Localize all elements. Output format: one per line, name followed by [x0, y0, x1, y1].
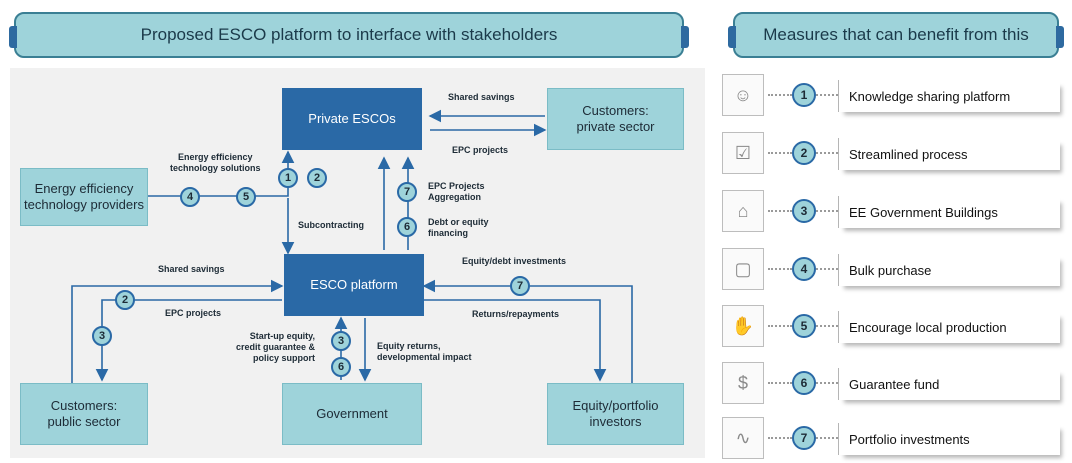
chart-line-icon: ∿ — [722, 417, 764, 459]
connector — [768, 94, 792, 96]
connector — [816, 268, 838, 270]
measure-row: ✋ 5 Encourage local production — [722, 301, 1062, 349]
arrow-epc-projects-left — [95, 299, 282, 382]
measure-label: Knowledge sharing platform — [838, 80, 1060, 112]
handshake-icon: ✋ — [722, 305, 764, 347]
measure-label: EE Government Buildings — [838, 196, 1060, 228]
government-building-icon: ⌂ — [722, 190, 764, 232]
connector — [816, 325, 838, 327]
left-title: Proposed ESCO platform to interface with… — [140, 25, 558, 44]
left-title-banner: Proposed ESCO platform to interface with… — [9, 12, 689, 58]
label-epc-projects-top: EPC projects — [452, 145, 509, 155]
marker-7: 7 — [397, 182, 417, 202]
measure-label: Streamlined process — [838, 138, 1060, 170]
checklist-icon: ☑ — [722, 132, 764, 174]
shopping-bag-icon: ▢ — [722, 248, 764, 290]
label-shared-savings-top: Shared savings — [448, 92, 515, 102]
label-epc-projects-left: EPC projects — [165, 308, 222, 318]
connector — [768, 152, 792, 154]
measure-number: 5 — [792, 314, 816, 338]
measure-row: ☺ 1 Knowledge sharing platform — [722, 70, 1062, 118]
measure-label: Portfolio investments — [838, 423, 1060, 455]
label-ee-tech-solutions: Energy efficiency technology solutions — [170, 152, 261, 173]
node-ee-providers: Energy efficiency technology providers — [20, 168, 148, 226]
marker-4: 4 — [180, 187, 200, 207]
measure-number: 7 — [792, 426, 816, 450]
marker-3: 3 — [331, 331, 351, 351]
label-returns-repayments: Returns/repayments — [472, 309, 560, 319]
measure-row: ∿ 7 Portfolio investments — [722, 413, 1062, 461]
label-shared-savings-left: Shared savings — [158, 264, 225, 274]
marker-2: 2 — [307, 168, 327, 188]
node-private-escos: Private ESCOs — [282, 88, 422, 150]
arrow-shared-savings-left — [71, 279, 284, 383]
measure-number: 3 — [792, 199, 816, 223]
marker-1: 1 — [278, 168, 298, 188]
label-equity-returns: Equity returns, developmental impact — [377, 341, 472, 362]
connector — [816, 437, 838, 439]
label-debt-equity: Debt or equity financing — [428, 217, 489, 238]
arrow-equity-debt — [422, 279, 633, 386]
right-title-banner: Measures that can benefit from this — [728, 12, 1064, 58]
measure-number: 2 — [792, 141, 816, 165]
money-hand-icon: $ — [722, 362, 764, 404]
measure-row: ⌂ 3 EE Government Buildings — [722, 186, 1062, 234]
measure-label: Guarantee fund — [838, 368, 1060, 400]
connector — [768, 382, 792, 384]
node-esco-platform: ESCO platform — [284, 254, 424, 316]
connector — [768, 325, 792, 327]
connector — [768, 268, 792, 270]
label-subcontracting: Subcontracting — [298, 220, 365, 230]
arrow-returns — [424, 299, 607, 382]
measure-label: Encourage local production — [838, 311, 1060, 343]
marker-6: 6 — [397, 217, 417, 237]
banner-tab-left — [728, 26, 736, 48]
measure-number: 4 — [792, 257, 816, 281]
connector — [816, 382, 838, 384]
node-equity-investors: Equity/portfolio investors — [547, 383, 684, 445]
measure-label: Bulk purchase — [838, 254, 1060, 286]
right-title: Measures that can benefit from this — [763, 25, 1029, 44]
connector — [816, 210, 838, 212]
connector — [816, 94, 838, 96]
measure-row: ▢ 4 Bulk purchase — [722, 244, 1062, 292]
marker-3: 3 — [92, 326, 112, 346]
measure-number: 1 — [792, 83, 816, 107]
brain-head-icon: ☺ — [722, 74, 764, 116]
measure-row: $ 6 Guarantee fund — [722, 358, 1062, 406]
measure-row: ☑ 2 Streamlined process — [722, 128, 1062, 176]
esco-diagram: Private ESCOs Customers: private sector … — [10, 68, 705, 458]
connector — [768, 437, 792, 439]
connector — [768, 210, 792, 212]
banner-tab-right — [1056, 26, 1064, 48]
marker-5: 5 — [236, 187, 256, 207]
banner-tab-right — [681, 26, 689, 48]
measure-number: 6 — [792, 371, 816, 395]
label-startup-equity: Start-up equity, credit guarantee & poli… — [236, 331, 316, 363]
connector — [816, 152, 838, 154]
node-government: Government — [282, 383, 422, 445]
label-equity-debt-investments: Equity/debt investments — [462, 256, 567, 266]
marker-7: 7 — [510, 276, 530, 296]
marker-2: 2 — [115, 290, 135, 310]
node-customers-public: Customers: public sector — [20, 383, 148, 445]
label-epc-aggregation: EPC Projects Aggregation — [428, 181, 485, 202]
banner-tab-left — [9, 26, 17, 48]
node-customers-private: Customers: private sector — [547, 88, 684, 150]
marker-6: 6 — [331, 357, 351, 377]
